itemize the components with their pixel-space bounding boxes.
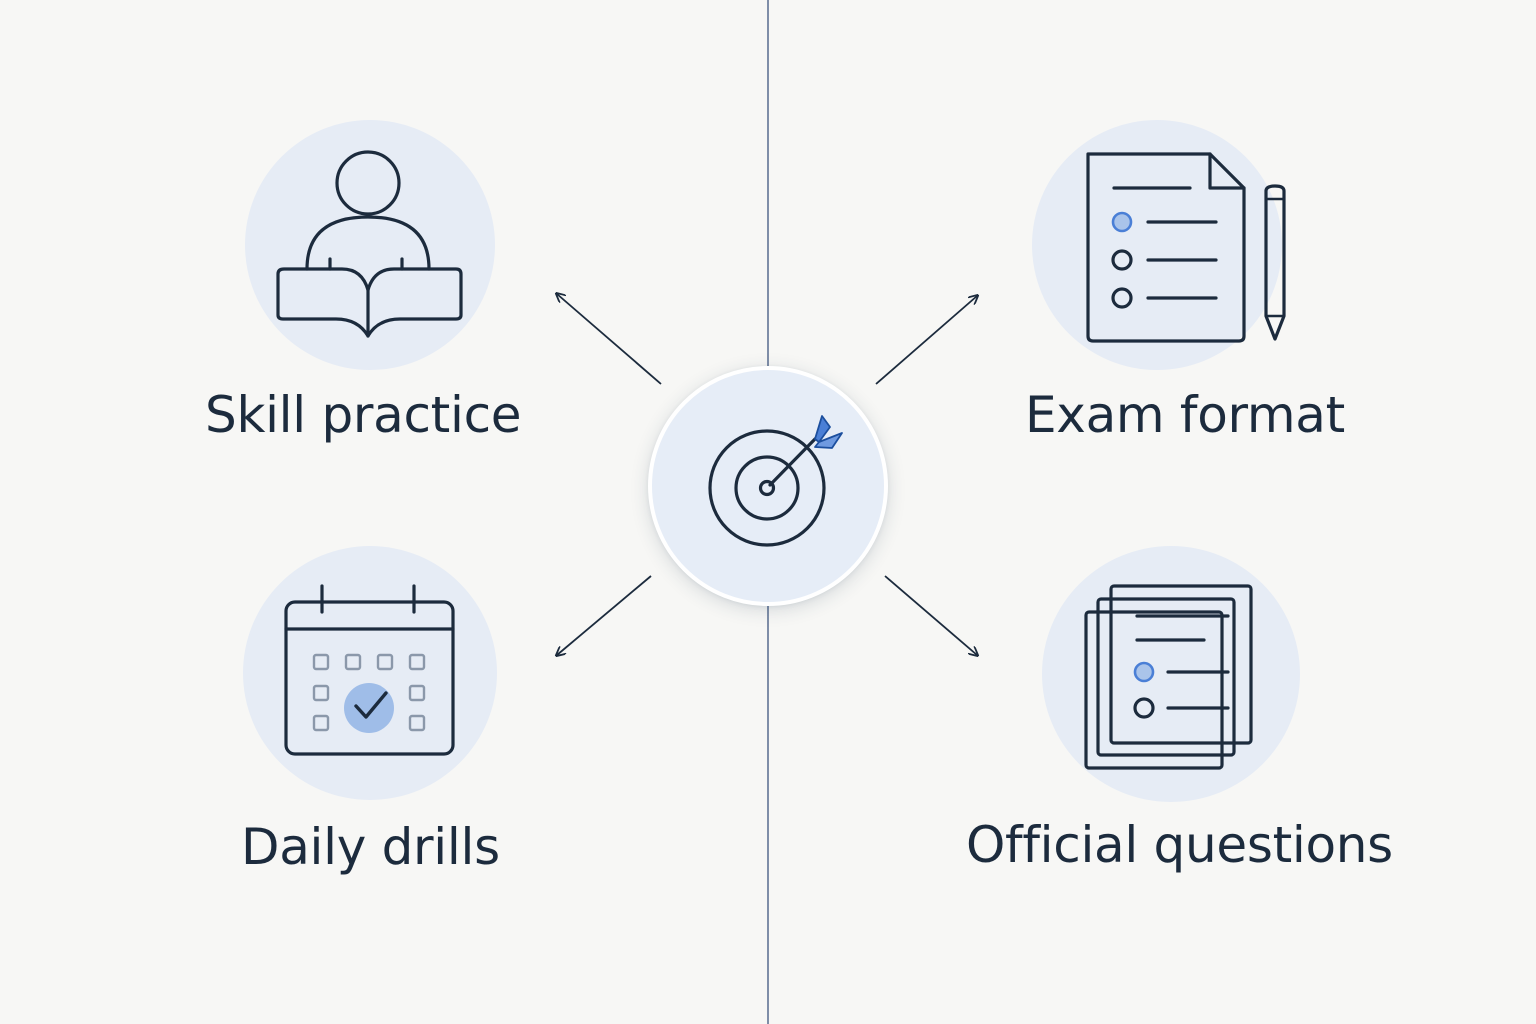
category-skill-practice: Skill practice — [200, 110, 560, 470]
icon-circle — [1032, 120, 1282, 370]
arrow-to-skill-practice — [557, 294, 662, 385]
category-official-questions: Official questions — [960, 540, 1393, 900]
arrow-to-exam-format — [875, 296, 977, 385]
icon-circle — [245, 120, 495, 370]
category-label: Daily drills — [241, 818, 500, 876]
category-label: Exam format — [1025, 386, 1345, 444]
checklist-document-pencil-icon — [1086, 152, 1286, 343]
category-label: Official questions — [966, 816, 1393, 874]
calendar-check-icon — [284, 584, 455, 756]
center-goal-node — [648, 366, 888, 606]
category-exam-format: Exam format — [1020, 110, 1380, 470]
arrow-to-daily-drills — [557, 575, 652, 655]
category-daily-drills: Daily drills — [200, 540, 560, 900]
stacked-question-papers-icon — [1084, 584, 1253, 770]
reading-person-icon — [276, 150, 463, 338]
category-label: Skill practice — [205, 386, 522, 444]
target-arrow-icon — [708, 415, 843, 547]
